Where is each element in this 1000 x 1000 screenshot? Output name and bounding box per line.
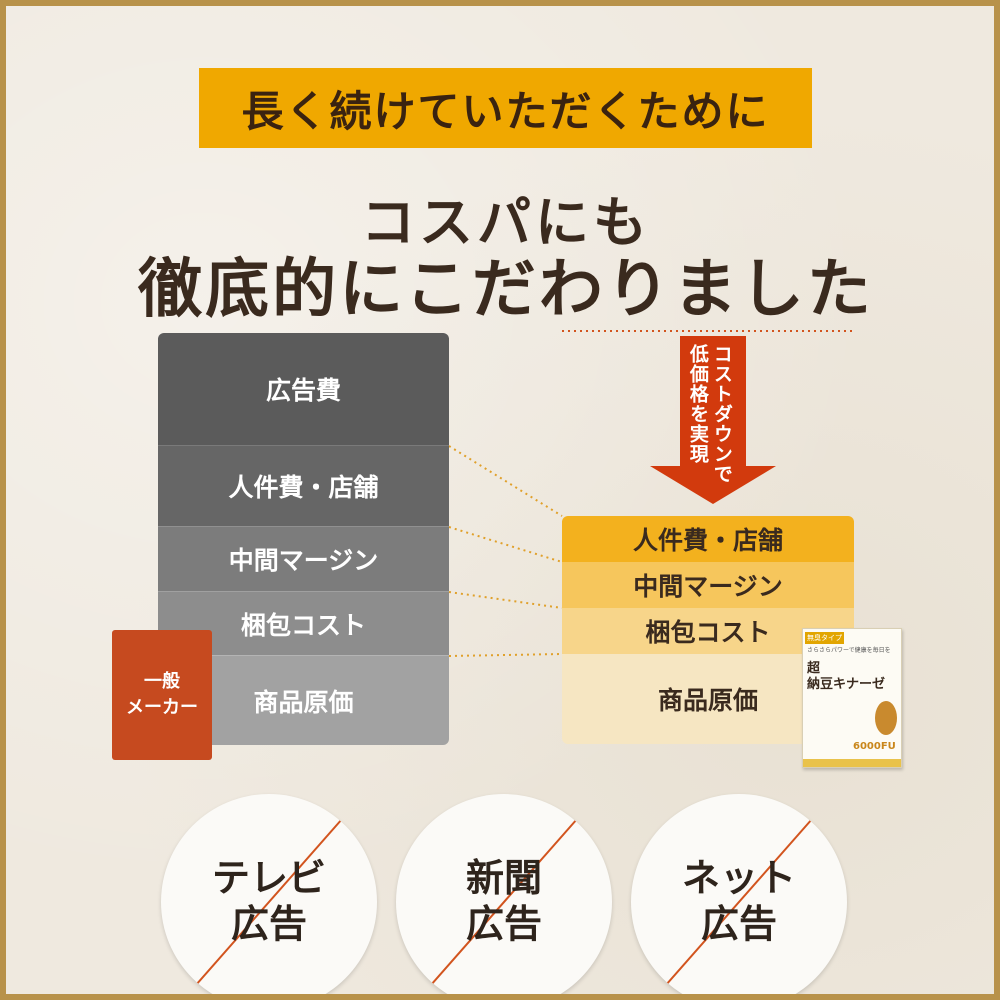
connector-lines [448, 330, 854, 657]
arrow-text-2: 低価格を実現 [686, 344, 709, 464]
circle-newspaper-ad-text: 新聞 広告 [465, 856, 542, 946]
cost-block-margin: 中間マージン [158, 526, 449, 591]
product-name: 超 納豆キナーゼ [807, 661, 885, 692]
dotted-connector-3 [448, 591, 563, 609]
circle-tv-ad-text: テレビ 広告 [211, 856, 326, 946]
cost-down-arrow-icon [650, 336, 776, 504]
top-banner: 長く続けていただくために [199, 68, 812, 148]
dotted-connector-4 [448, 653, 563, 657]
maker-label-line-2: メーカー [126, 697, 198, 718]
cost-block-advertising: 広告費 [158, 333, 449, 445]
our-block-personnel: 人件費・店舗 [562, 516, 854, 562]
circle-internet-ad: ネット 広告 [631, 794, 847, 994]
product-name-line-2: 納豆キナーゼ [807, 676, 886, 692]
arrow-text-1: コストダウンで [710, 344, 733, 484]
product-name-line-1: 超 [807, 661, 821, 676]
product-package-image: 無臭タイプ さらさらパワーで健康を毎日を 超 納豆キナーゼ 6000FU [802, 628, 902, 768]
our-block-margin: 中間マージン [562, 562, 854, 608]
banner-text: 長く続けていただくために [241, 86, 770, 136]
circle-newspaper-ad: 新聞 広告 [396, 794, 612, 994]
maker-label-line-1: 一般 [144, 670, 180, 692]
circle-internet-ad-text: ネット 広告 [681, 856, 796, 946]
dotted-connector-2 [448, 526, 563, 563]
product-subtitle: さらさらパワーで健康を毎日を [807, 647, 891, 654]
strike-line-icon [421, 801, 593, 994]
product-tag: 無臭タイプ [805, 632, 844, 644]
general-maker-label: 一般 メーカー [112, 630, 212, 760]
strike-line-icon [656, 801, 828, 994]
general-maker-cost-stack: 広告費 人件費・店舗 中間マージン 梱包コスト 商品原価 [158, 333, 449, 745]
product-edge [803, 759, 901, 767]
dotted-connector-1 [448, 445, 563, 517]
circle-tv-ad: テレビ 広告 [161, 794, 377, 994]
headline-line-1: コスパにも [361, 190, 651, 254]
our-cost-stack: 人件費・店舗 中間マージン 梱包コスト 商品原価 [562, 516, 854, 744]
headline-line-2: 徹底的にこだわりました [138, 252, 874, 327]
natto-bean-icon [875, 701, 897, 735]
product-fu: 6000FU [853, 741, 896, 752]
cost-block-personnel: 人件費・店舗 [158, 445, 449, 526]
strike-line-icon [186, 801, 358, 994]
